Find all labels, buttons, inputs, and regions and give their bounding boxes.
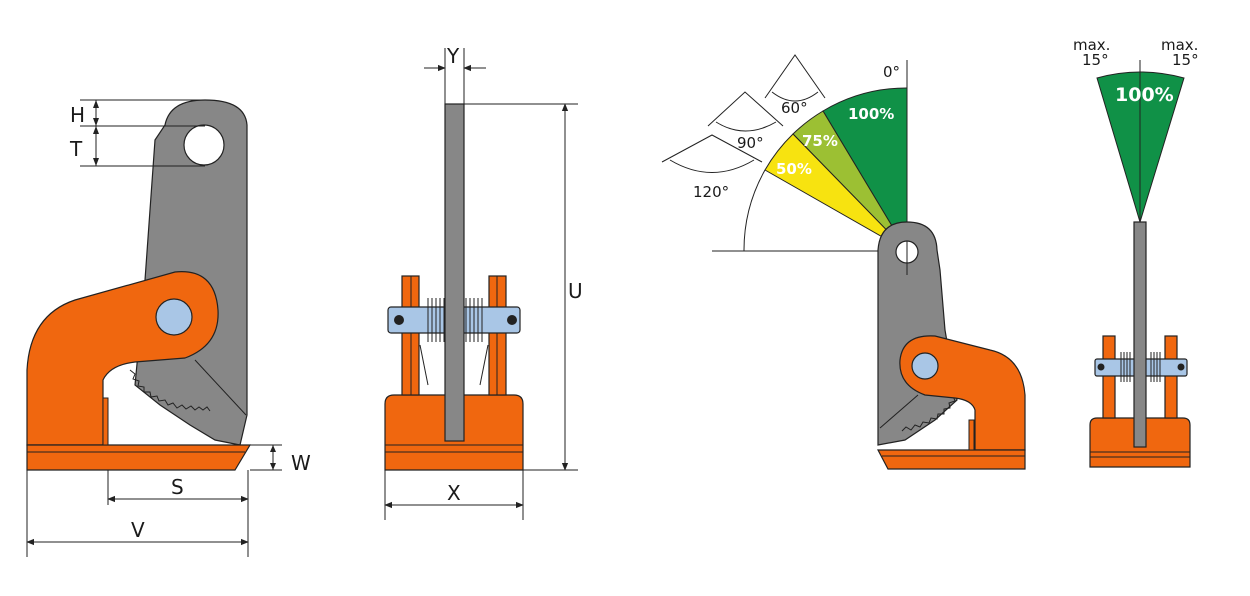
clamp-front-view: Y U X <box>384 44 583 520</box>
side-max-left: max. <box>1073 36 1110 54</box>
clamp-jaw-mirrored <box>877 449 1026 470</box>
dim-label-s: S <box>171 475 184 499</box>
dim-label-w: W <box>291 451 311 475</box>
capacity-75: 75% <box>802 132 838 150</box>
cam-teeth <box>129 369 211 412</box>
capacity-50: 50% <box>776 160 812 178</box>
side-deg-right: 15° <box>1172 51 1199 69</box>
lifted-plate <box>444 103 465 442</box>
side-deg-left: 15° <box>1082 51 1109 69</box>
spring <box>427 298 483 342</box>
sector-100 <box>822 87 908 253</box>
side-max-right: max. <box>1161 36 1198 54</box>
dim-label-x: X <box>447 481 461 505</box>
angle-90: 90° <box>737 134 764 152</box>
side-angle-view: 100% max. 15° max. 15° <box>1073 36 1199 468</box>
angle-120: 120° <box>693 183 729 201</box>
clamp-side-view: H T W S V <box>26 99 311 557</box>
dim-label-t: T <box>69 137 83 161</box>
angle-capacity-view: 100% 75% 50% 0° 60° 90° 120° <box>661 54 1026 470</box>
clamp-jaw <box>26 444 252 471</box>
sector-50 <box>764 133 908 252</box>
capacity-100: 100% <box>848 105 894 123</box>
side-capacity: 100% <box>1115 84 1174 106</box>
angle-0: 0° <box>883 63 900 81</box>
dim-label-v: V <box>131 518 145 542</box>
dim-label-u: U <box>568 279 583 303</box>
angle-60: 60° <box>781 99 808 117</box>
dim-label-y: Y <box>446 44 460 68</box>
dim-label-h: H <box>70 103 85 127</box>
